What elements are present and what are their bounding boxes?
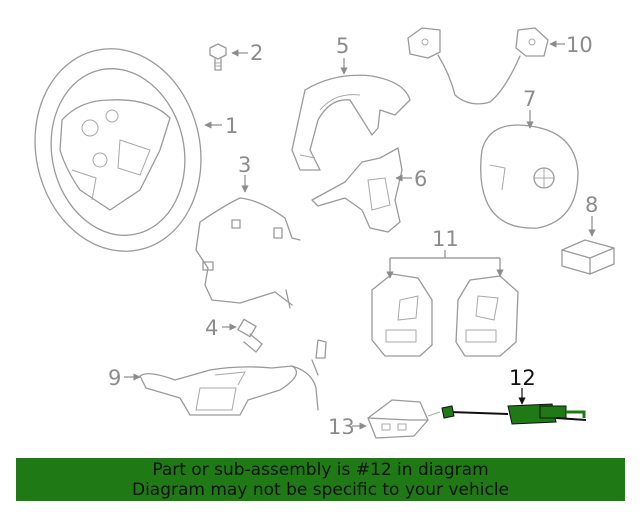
- switch-assembly-part[interactable]: [407, 27, 549, 105]
- upper-trim-cover-part[interactable]: [291, 74, 411, 171]
- connector-part[interactable]: [237, 318, 263, 353]
- callout-4: 4: [205, 316, 218, 340]
- info-banner: Part or sub-assembly is #12 in diagram D…: [16, 458, 625, 501]
- highlighted-harness-part[interactable]: [441, 403, 587, 425]
- steering-wheel-part[interactable]: [17, 33, 220, 267]
- callout-2: 2: [250, 41, 263, 65]
- airbag-module-part[interactable]: [480, 124, 579, 229]
- switch-pair-part[interactable]: [371, 273, 519, 357]
- callout-3: 3: [238, 153, 251, 177]
- callout-11: 11: [432, 227, 459, 251]
- lower-trim-cover-part[interactable]: [311, 147, 403, 233]
- callout-7: 7: [523, 87, 536, 111]
- callout-8: 8: [585, 193, 598, 217]
- steering-control-module-part[interactable]: [367, 399, 441, 439]
- callout-9: 9: [108, 366, 121, 390]
- clockspring-part[interactable]: [139, 339, 327, 416]
- callout-13: 13: [328, 415, 355, 439]
- callout-10: 10: [566, 33, 593, 57]
- callout-5: 5: [336, 34, 349, 58]
- callout-12: 12: [509, 366, 536, 390]
- bolt-part[interactable]: [209, 43, 227, 71]
- banner-line-2: Diagram may not be specific to your vehi…: [131, 480, 509, 500]
- wiring-harness-part[interactable]: [195, 197, 301, 309]
- control-module-part[interactable]: [561, 239, 615, 275]
- callout-1: 1: [225, 114, 238, 138]
- parts-diagram: 1 2 3 4 5 6: [17, 27, 615, 439]
- banner-line-1: Part or sub-assembly is #12 in diagram: [152, 460, 489, 480]
- callout-6: 6: [414, 167, 427, 191]
